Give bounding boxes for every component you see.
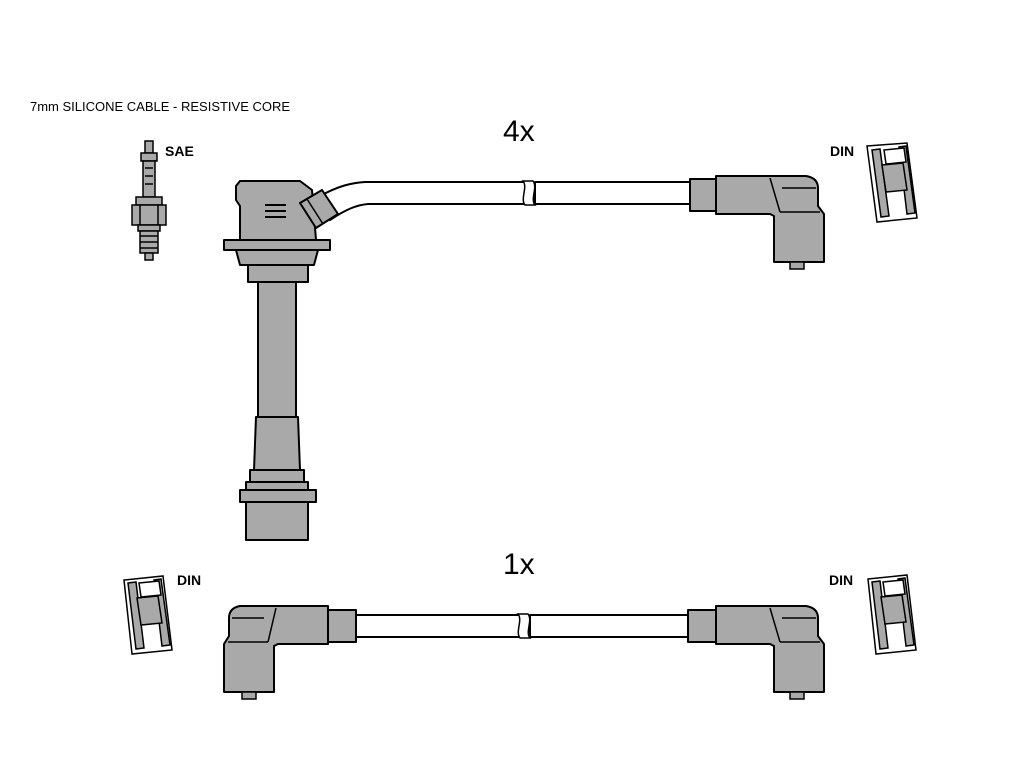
cable-break-mark: [521, 180, 537, 206]
din-angled-boot: [715, 175, 825, 263]
connector-label-sae: SAE: [165, 143, 194, 159]
cable-segment: [317, 181, 526, 221]
lead-assembly-4x: [223, 175, 825, 541]
lead-assembly-1x: [223, 605, 825, 700]
quantity-label-set-2: 1x: [503, 548, 535, 581]
din-angled-boot-left: [223, 605, 329, 693]
cable-break-mark: [516, 613, 532, 639]
boot-outlet-nozzle: [299, 189, 339, 229]
spark-plug-sae-icon: [131, 140, 167, 261]
cable-segment: [534, 181, 694, 205]
boot-flange: [223, 239, 331, 251]
connector-label-din-bottom-right: DIN: [829, 572, 853, 588]
boot-shaft: [257, 281, 297, 418]
boot-terminal-collar: [239, 489, 317, 503]
din-socket-icon-top-right: [866, 142, 918, 223]
cable-segment: [529, 614, 693, 638]
connector-label-din-bottom-left: DIN: [177, 572, 201, 588]
din-socket-icon-bottom-right: [867, 574, 917, 655]
boot-terminal-tip: [245, 501, 309, 541]
quantity-label-set-1: 4x: [503, 115, 535, 148]
cable-segment: [354, 614, 521, 638]
boot-grip-lines-icon: [265, 204, 286, 218]
din-socket-icon-bottom-left: [123, 575, 173, 655]
din-angled-boot-right: [715, 605, 825, 693]
connector-label-din-top-right: DIN: [830, 143, 854, 159]
cable-spec-caption: 7mm SILICONE CABLE - RESISTIVE CORE: [30, 99, 290, 114]
